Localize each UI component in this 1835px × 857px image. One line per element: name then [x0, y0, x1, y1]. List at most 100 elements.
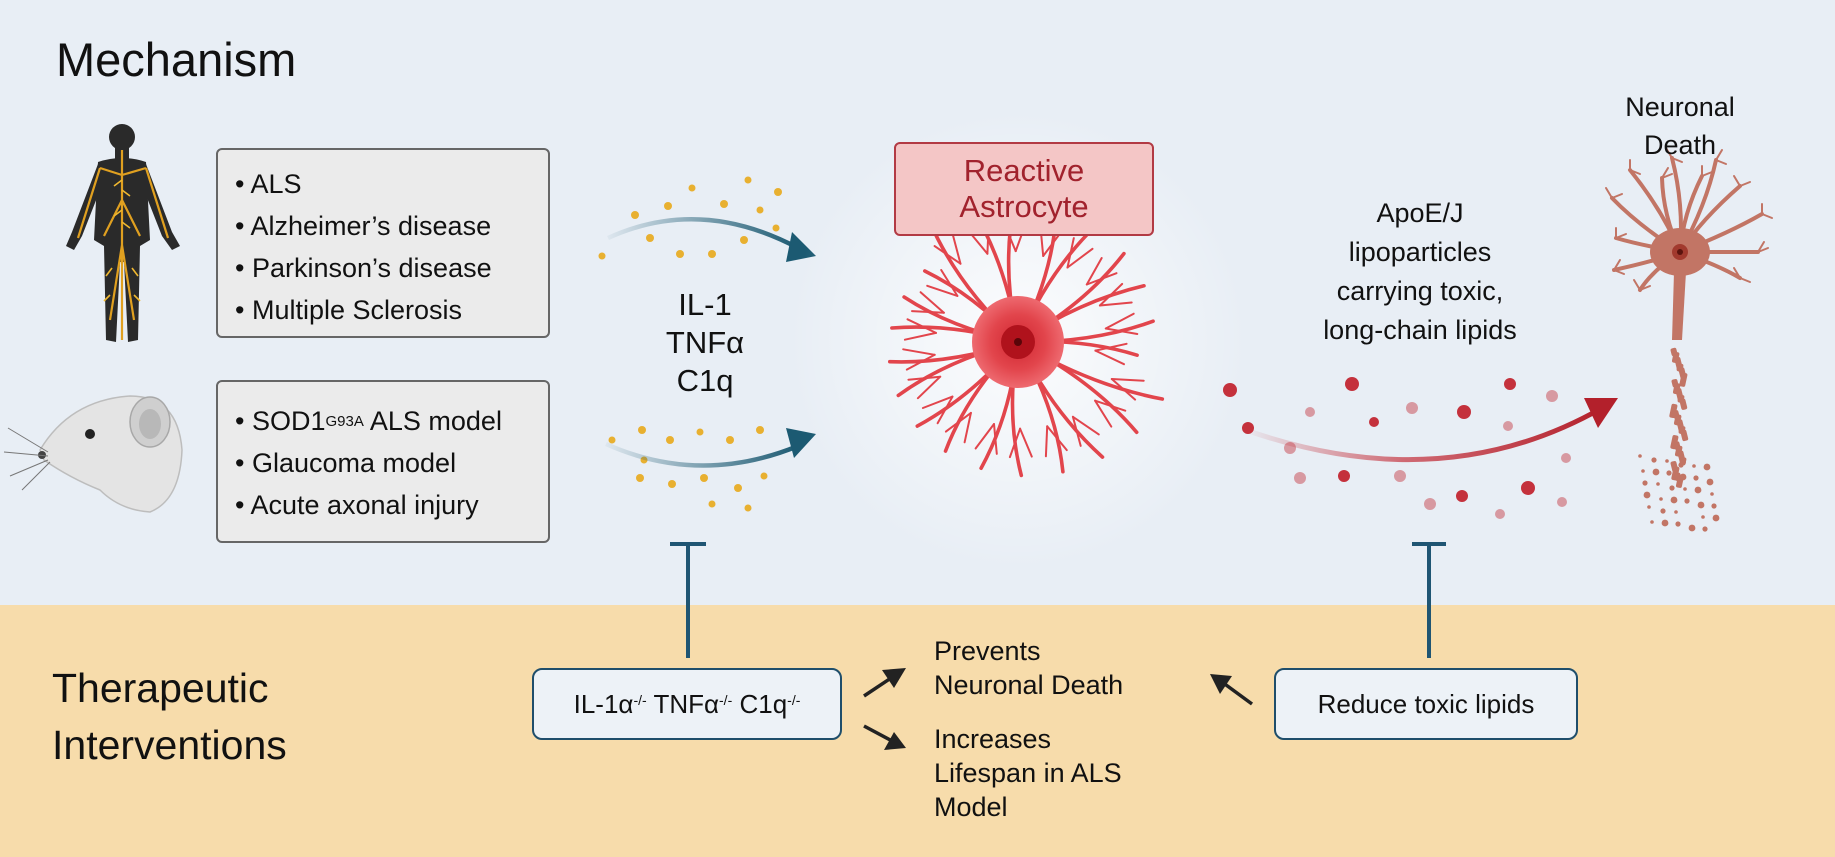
astrocyte-branch — [1110, 378, 1145, 382]
axon-debris — [1651, 457, 1657, 463]
astrocyte-branch — [940, 269, 959, 297]
lipid-arrow — [1239, 405, 1604, 463]
axon-debris — [1659, 497, 1663, 501]
astrocyte-branch — [926, 284, 959, 297]
therapeutic-title-line2: Interventions — [52, 722, 287, 768]
mechanism-title: Mechanism — [56, 33, 297, 86]
outcome-line: Model — [934, 792, 1008, 822]
outcome-increases-lifespan: Increases Lifespan in ALS Model — [934, 722, 1122, 824]
reduce-lipids-box: Reduce toxic lipids — [1274, 668, 1578, 740]
outcome-arrow-down — [863, 724, 906, 750]
lipid-particle — [1369, 417, 1379, 427]
astrocyte-branch — [905, 353, 936, 371]
axon-debris — [1694, 486, 1702, 494]
astrocyte-line1: Reactive — [963, 153, 1085, 188]
lipid-particle — [1546, 390, 1558, 402]
lipoparticles-line: lipoparticles — [1348, 237, 1492, 267]
axon-debris — [1697, 501, 1705, 509]
neuron-dendrite-tip — [1733, 267, 1751, 283]
astrocyte-branch — [951, 233, 962, 265]
outcome-arrow-up — [863, 668, 906, 698]
neuron-dendrite-tip — [1615, 227, 1627, 239]
lipid-particle — [1457, 405, 1471, 419]
list-item: Alzheimer’s disease — [235, 205, 548, 247]
astrocyte-branch — [1071, 415, 1082, 447]
list-item: Glaucoma model — [235, 442, 548, 484]
neuronal-death-label: Neuronal Death — [1590, 88, 1770, 164]
sod1-suffix: ALS model — [363, 406, 502, 436]
c1q-superscript: -/- — [787, 692, 801, 708]
cytokine-label: C1q — [676, 363, 734, 398]
lipid-particle — [1561, 453, 1571, 463]
astrocyte-line2: Astrocyte — [959, 189, 1089, 224]
axon-fragment — [1679, 372, 1688, 387]
axon-debris — [1711, 503, 1717, 509]
cytokine-dots-upper — [598, 176, 782, 260]
neuron-cell-icon — [1605, 147, 1773, 532]
astrocyte-branch — [1071, 415, 1100, 436]
lipoparticles-line: ApoE/J — [1376, 198, 1464, 228]
astrocyte-branch — [993, 423, 998, 455]
astrocyte-branch — [933, 245, 962, 265]
neuron-dendrite-tip — [1757, 241, 1769, 253]
astrocyte-branch — [1046, 425, 1068, 452]
axon-debris — [1669, 485, 1675, 491]
axon-debris — [1701, 515, 1705, 519]
astrocyte-branch — [921, 395, 954, 409]
therapeutic-title: Therapeutic Interventions — [52, 660, 287, 774]
axon-debris — [1665, 459, 1669, 463]
lipid-particle — [1345, 377, 1359, 391]
axon-debris — [1702, 526, 1708, 532]
axon-debris — [1706, 478, 1714, 486]
list-item: Multiple Sclerosis — [235, 289, 548, 331]
astrocyte-branch — [936, 395, 954, 425]
neuron-dendrite-tip — [1613, 259, 1625, 275]
inhibition-bar-cytokines — [670, 542, 706, 658]
axon-debris — [1703, 463, 1711, 471]
lipid-particle — [1305, 407, 1315, 417]
outcome-prevents-death: Prevents Neuronal Death — [934, 634, 1123, 702]
astrocyte-branch — [1066, 237, 1075, 269]
neuron-dendrite-tip — [1701, 165, 1713, 177]
knockout-intervention-box: IL-1α-/- TNFα-/- C1q-/- — [532, 668, 842, 740]
cytokine-arrow-lower-head — [786, 428, 816, 458]
axon-debris — [1684, 498, 1690, 504]
axon-debris — [1666, 470, 1672, 476]
neuron-dendrite-tip — [1633, 279, 1651, 291]
cytokine-label: IL-1 — [678, 287, 732, 322]
astrocyte-branch — [1008, 427, 1022, 459]
astrocyte-branch — [1066, 247, 1094, 269]
lipid-particles — [1223, 377, 1571, 519]
axon-debris — [1710, 492, 1714, 496]
astrocyte-branch — [1104, 312, 1135, 330]
neuron-dendrite-tip — [1665, 147, 1683, 163]
human-conditions-box: ALS Alzheimer’s disease Parkinson’s dise… — [216, 148, 550, 338]
cytokine-arrow-lower — [605, 441, 799, 468]
cytokine-labels: IL-1 TNFα C1q — [640, 286, 770, 400]
list-item: SOD1G93A ALS model — [235, 400, 548, 442]
axon-debris — [1674, 510, 1678, 514]
reactive-astrocyte-label: Reactive Astrocyte — [894, 142, 1154, 236]
astrocyte-branch — [916, 375, 942, 400]
il1-label: IL-1α — [573, 688, 634, 719]
axon-debris — [1692, 464, 1696, 468]
astrocyte-branch — [906, 318, 937, 334]
sod1-superscript: G93A — [325, 413, 364, 430]
astrocyte-branch — [1044, 425, 1049, 458]
axon-debris — [1641, 469, 1645, 473]
axon-debris — [1650, 520, 1654, 524]
astrocyte-branch — [902, 348, 936, 356]
axon-debris — [1647, 505, 1651, 509]
axon-debris — [1678, 462, 1684, 468]
lipid-particle — [1495, 509, 1505, 519]
human-body-icon — [66, 124, 180, 342]
mouse-icon — [3, 395, 183, 513]
astrocyte-branch — [1085, 272, 1118, 286]
lipid-particle — [1424, 498, 1436, 510]
lipid-particle — [1406, 402, 1418, 414]
astrocyte-branch — [974, 423, 995, 450]
astrocyte-branch — [963, 411, 972, 444]
axon-debris — [1638, 454, 1642, 458]
axon-debris — [1675, 521, 1681, 527]
outcome-line: Prevents — [934, 636, 1041, 666]
